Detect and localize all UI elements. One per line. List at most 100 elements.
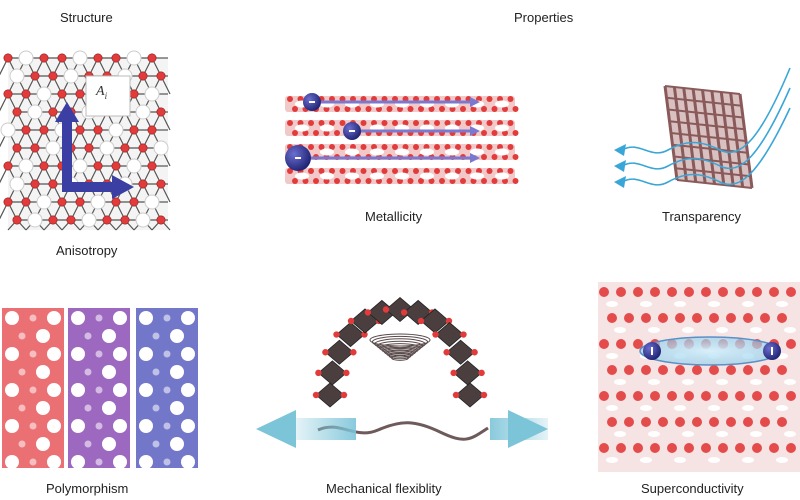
boron-atom (460, 331, 467, 338)
boron-atom (138, 71, 148, 81)
lattice-hole (776, 405, 788, 411)
boron-atom (323, 106, 330, 112)
lattice-hole (139, 311, 153, 325)
boron-atom (95, 458, 103, 466)
boron-atom (735, 287, 745, 297)
boron-cluster (455, 382, 485, 408)
lattice-hole (36, 194, 52, 210)
boron-atom (692, 365, 702, 375)
boron-atom (18, 332, 26, 340)
boron-atom (292, 130, 298, 136)
lattice-hole (47, 455, 61, 469)
boron-atom (402, 120, 409, 126)
boron-atom (313, 130, 319, 136)
lattice-hole (320, 172, 334, 180)
boron-atom (129, 197, 139, 207)
boron-atom (95, 386, 103, 394)
boron-atom (322, 349, 329, 356)
boron-atom (323, 178, 330, 184)
lattice-hole (682, 431, 694, 437)
lattice-hole (102, 329, 116, 343)
boron-atom (507, 168, 514, 174)
light-wave-icon (621, 87, 791, 170)
lattice-hole (71, 383, 85, 397)
boron-atom (302, 178, 309, 184)
left-arrow-icon (614, 176, 626, 188)
lattice-hole (614, 327, 626, 333)
lattice-hole (36, 365, 50, 379)
boron-atom (684, 443, 694, 453)
up-arrow-icon (55, 102, 79, 122)
boron-atom (481, 130, 487, 136)
boron-atom (75, 125, 85, 135)
lattice-hole (345, 172, 359, 180)
boron-atom (376, 178, 382, 184)
lattice-hole (716, 431, 728, 437)
boron-atom (147, 125, 157, 135)
boron-atom (480, 391, 488, 399)
lattice-hole (71, 419, 85, 433)
boron-atom (339, 120, 346, 126)
lattice-hole (113, 347, 127, 361)
lattice-hole (674, 457, 686, 463)
boron-atom (334, 178, 340, 184)
boron-atom (470, 106, 477, 112)
lattice-hole (5, 347, 19, 361)
boron-atom (423, 144, 430, 150)
boron-atom (476, 168, 482, 174)
lattice-hole (181, 311, 195, 325)
boron-atom (21, 89, 31, 99)
lattice-hole (674, 405, 686, 411)
minus-sign (349, 130, 355, 132)
boron-atom (786, 339, 796, 349)
boron-cluster (315, 382, 345, 408)
boron-atom (386, 178, 393, 184)
boron-atom (413, 120, 419, 126)
boron-atom (709, 365, 719, 375)
boron-atom (3, 161, 13, 171)
lattice-hole (18, 158, 34, 174)
lattice-hole (139, 419, 153, 433)
boron-atom (607, 365, 617, 375)
boron-atom (156, 215, 166, 225)
boron-atom (3, 53, 13, 63)
boron-atom (147, 161, 157, 171)
boron-atom (340, 391, 348, 399)
boron-atom (75, 89, 85, 99)
lattice-hole (71, 347, 85, 361)
boron-atom (381, 144, 388, 150)
boron-atom (667, 287, 677, 297)
lattice-hole (139, 383, 153, 397)
boron-atom (478, 369, 485, 377)
boron-atom (312, 391, 320, 399)
lattice-hole (648, 431, 660, 437)
boron-atom (95, 314, 103, 322)
boron-atom (386, 106, 393, 112)
boron-atom (360, 168, 367, 174)
lattice-hole (776, 457, 788, 463)
boron-atom (111, 53, 121, 63)
boron-atom (360, 120, 367, 126)
lattice-hole (742, 405, 754, 411)
lattice-hole (126, 158, 142, 174)
lattice-hole (5, 311, 19, 325)
boron-atom (428, 178, 435, 184)
lattice-hole (648, 379, 660, 385)
lattice-background (598, 282, 800, 472)
boron-atom (726, 417, 736, 427)
lattice-hole (170, 365, 184, 379)
lattice-hole (370, 172, 384, 180)
lattice-hole (181, 347, 195, 361)
boron-atom (491, 130, 498, 136)
boron-atom (423, 168, 430, 174)
mechanical-flexibility-label: Mechanical flexiblity (326, 481, 442, 496)
minus-sign (771, 347, 773, 355)
tube-ring (388, 352, 412, 360)
tube-ring (374, 338, 426, 350)
lattice-hole (36, 401, 50, 415)
lattice-hole (36, 86, 52, 102)
boron-atom (376, 106, 382, 112)
boron-atom (491, 154, 498, 160)
